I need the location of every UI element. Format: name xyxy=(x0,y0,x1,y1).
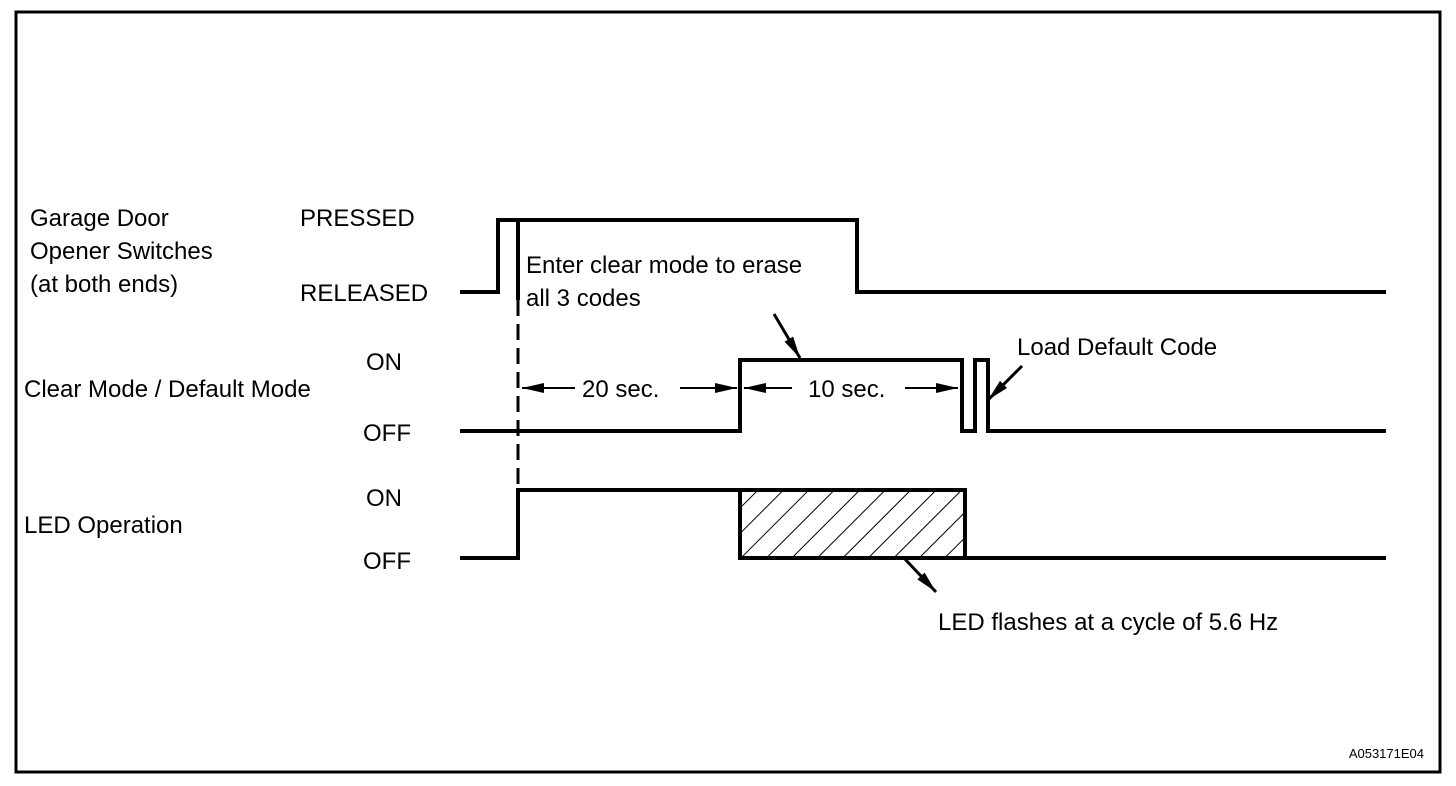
state-off: OFF xyxy=(363,420,411,447)
state-released: RELEASED xyxy=(300,280,428,307)
diagram-frame xyxy=(14,10,1442,774)
switch-trace xyxy=(460,218,1386,294)
interval-20-sec: 20 sec. xyxy=(582,376,659,403)
signal-label-clear-mode: Clear Mode / Default Mode xyxy=(24,376,311,403)
interval-10-sec: 10 sec. xyxy=(808,376,885,403)
pointer-arrow xyxy=(902,556,938,594)
signal-label-garage-door: Garage Door Opener Switches (at both end… xyxy=(30,205,213,298)
enter-clear-mode-note: Enter clear mode to erase xyxy=(526,252,802,279)
load-default-code-note: Load Default Code xyxy=(1017,334,1217,361)
figure-id: A053171E04 xyxy=(1349,746,1424,761)
state-pressed: PRESSED xyxy=(300,205,415,232)
state-off: OFF xyxy=(363,548,411,575)
state-on: ON xyxy=(366,349,402,376)
signal-label-led: LED Operation xyxy=(24,512,183,539)
enter-clear-mode-note: all 3 codes xyxy=(526,285,641,312)
pointer-arrow xyxy=(986,364,1024,402)
led-flash-note: LED flashes at a cycle of 5.6 Hz xyxy=(938,609,1278,636)
label-line: Opener Switches xyxy=(30,238,213,265)
pointer-arrow xyxy=(772,313,802,359)
label-line: Garage Door xyxy=(30,205,169,232)
label-line: (at both ends) xyxy=(30,271,178,298)
state-on: ON xyxy=(366,485,402,512)
led-flash-region xyxy=(738,488,967,560)
